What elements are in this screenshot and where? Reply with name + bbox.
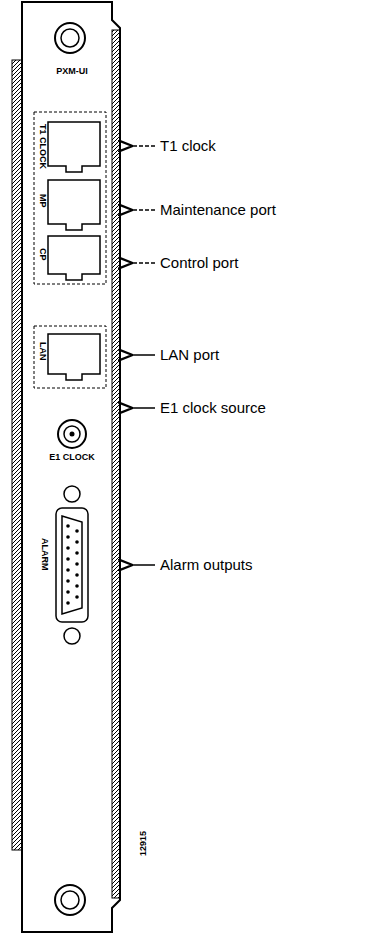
- port-label: LAN: [38, 342, 48, 361]
- callout-label: Control port: [160, 254, 238, 272]
- callout-label: Maintenance port: [160, 201, 276, 219]
- callout-label: Alarm outputs: [160, 556, 253, 574]
- callout-label: LAN port: [160, 346, 219, 364]
- port-label: T1 CLOCK: [38, 124, 48, 169]
- port-label: CP: [38, 248, 48, 261]
- callout-label: T1 clock: [160, 137, 216, 155]
- port-label: MP: [38, 194, 48, 208]
- callout-label: E1 clock source: [160, 399, 266, 417]
- figure-number: 12915: [138, 831, 148, 856]
- connector-label: E1 CLOCK: [49, 452, 95, 462]
- connector-label: ALARM: [40, 538, 50, 571]
- card-name: PXM-UI: [56, 66, 88, 76]
